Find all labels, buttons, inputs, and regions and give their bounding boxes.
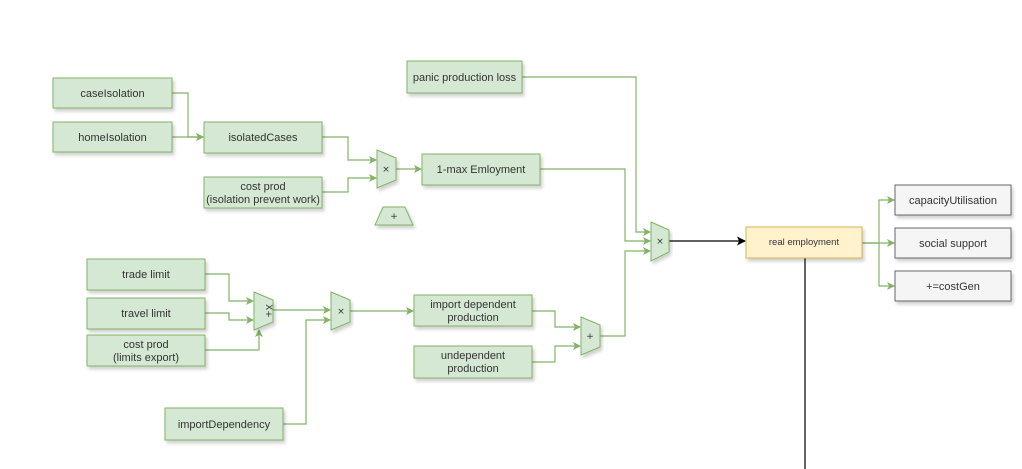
gate-sum-production-symbol: +	[586, 332, 594, 342]
edge-costprodlimits-gate	[205, 329, 263, 351]
node-undependent-production[interactable]: undependent production	[413, 345, 533, 379]
node-import-dependency[interactable]: importDependency	[164, 407, 284, 441]
node-costprod-isolation-line1: cost prod	[240, 181, 285, 193]
edge-panic-employmentgate	[522, 76, 651, 236]
gate-multiply-employment-symbol: ×	[656, 237, 664, 247]
node-capacity-utilisation-label: capacityUtilisation	[909, 195, 997, 207]
edge-caseisolation-isolatedcases	[172, 92, 204, 141]
gate-limits-combine[interactable]: X+	[253, 291, 274, 331]
node-real-employment-label: real employment	[769, 237, 840, 248]
edge-costprod-gate	[322, 174, 377, 193]
node-costprod-isolation[interactable]: cost prod (isolation prevent work)	[203, 176, 323, 209]
node-caseisolation[interactable]: caseIsolation	[52, 77, 173, 109]
node-undependent-line2: production	[447, 363, 498, 375]
node-costprod-isolation-line2: (isolation prevent work)	[206, 194, 320, 206]
node-panic-production-loss[interactable]: panic production loss	[406, 60, 523, 94]
gate-plus-loose[interactable]: +	[374, 206, 414, 226]
node-capacity-utilisation[interactable]: capacityUtilisation	[894, 184, 1012, 216]
node-travel-limit-label: travel limit	[121, 308, 171, 320]
edge-travellimit-gate	[205, 312, 254, 324]
node-max-employment[interactable]: 1-max Emloyment	[421, 153, 541, 186]
node-costprod-limits[interactable]: cost prod (limits export)	[86, 334, 206, 367]
node-costprod-limits-line2: (limits export)	[113, 352, 179, 364]
node-panic-production-loss-label: panic production loss	[413, 72, 517, 84]
edge-undependent-sum	[532, 342, 581, 363]
node-homeisolation[interactable]: homeIsolation	[52, 121, 173, 153]
node-import-dependent-line1: import dependent	[430, 299, 516, 311]
gate-sum-production[interactable]: +	[580, 316, 601, 356]
node-costgen-label: +=costGen	[926, 281, 980, 293]
node-caseisolation-label: caseIsolation	[80, 88, 144, 100]
gate-plus-loose-symbol: +	[390, 212, 398, 222]
node-import-dependent-line2: production	[447, 312, 498, 324]
gate-multiply-isolation[interactable]: ×	[376, 149, 397, 189]
node-import-dependent-production[interactable]: import dependent production	[413, 294, 533, 327]
node-social-support-label: social support	[919, 238, 987, 250]
edge-tradelimit-gate	[205, 273, 254, 305]
edge-importdependency-importgate	[283, 316, 331, 425]
gate-limits-combine-symbol: X+	[263, 304, 273, 318]
node-isolatedcases-label: isolatedCases	[228, 132, 298, 144]
node-travel-limit[interactable]: travel limit	[86, 297, 206, 330]
gate-multiply-import[interactable]: ×	[330, 291, 351, 331]
edge-maxemployment-employmentgate	[540, 168, 651, 245]
node-real-employment[interactable]: real employment	[745, 226, 863, 259]
node-import-dependency-label: importDependency	[178, 419, 271, 431]
edge-sum-employmentgate	[600, 247, 651, 337]
node-max-employment-label: 1-max Emloyment	[437, 164, 526, 176]
node-isolatedcases[interactable]: isolatedCases	[203, 121, 323, 154]
edge-isolatedcases-gate	[322, 136, 377, 164]
gate-multiply-employment[interactable]: ×	[650, 221, 670, 262]
edge-realemployment-costgen	[878, 243, 895, 290]
edge-importdependent-sum	[532, 310, 581, 331]
gate-multiply-isolation-symbol: ×	[382, 165, 390, 175]
gate-multiply-import-symbol: ×	[337, 307, 345, 317]
node-homeisolation-label: homeIsolation	[78, 132, 147, 144]
node-social-support[interactable]: social support	[894, 227, 1012, 259]
node-trade-limit-label: trade limit	[122, 269, 170, 281]
node-costprod-limits-line1: cost prod	[123, 339, 168, 351]
node-trade-limit[interactable]: trade limit	[86, 258, 206, 291]
node-costgen[interactable]: +=costGen	[894, 270, 1012, 302]
node-undependent-line1: undependent	[441, 350, 505, 362]
edge-realemployment-capacity	[862, 196, 895, 244]
